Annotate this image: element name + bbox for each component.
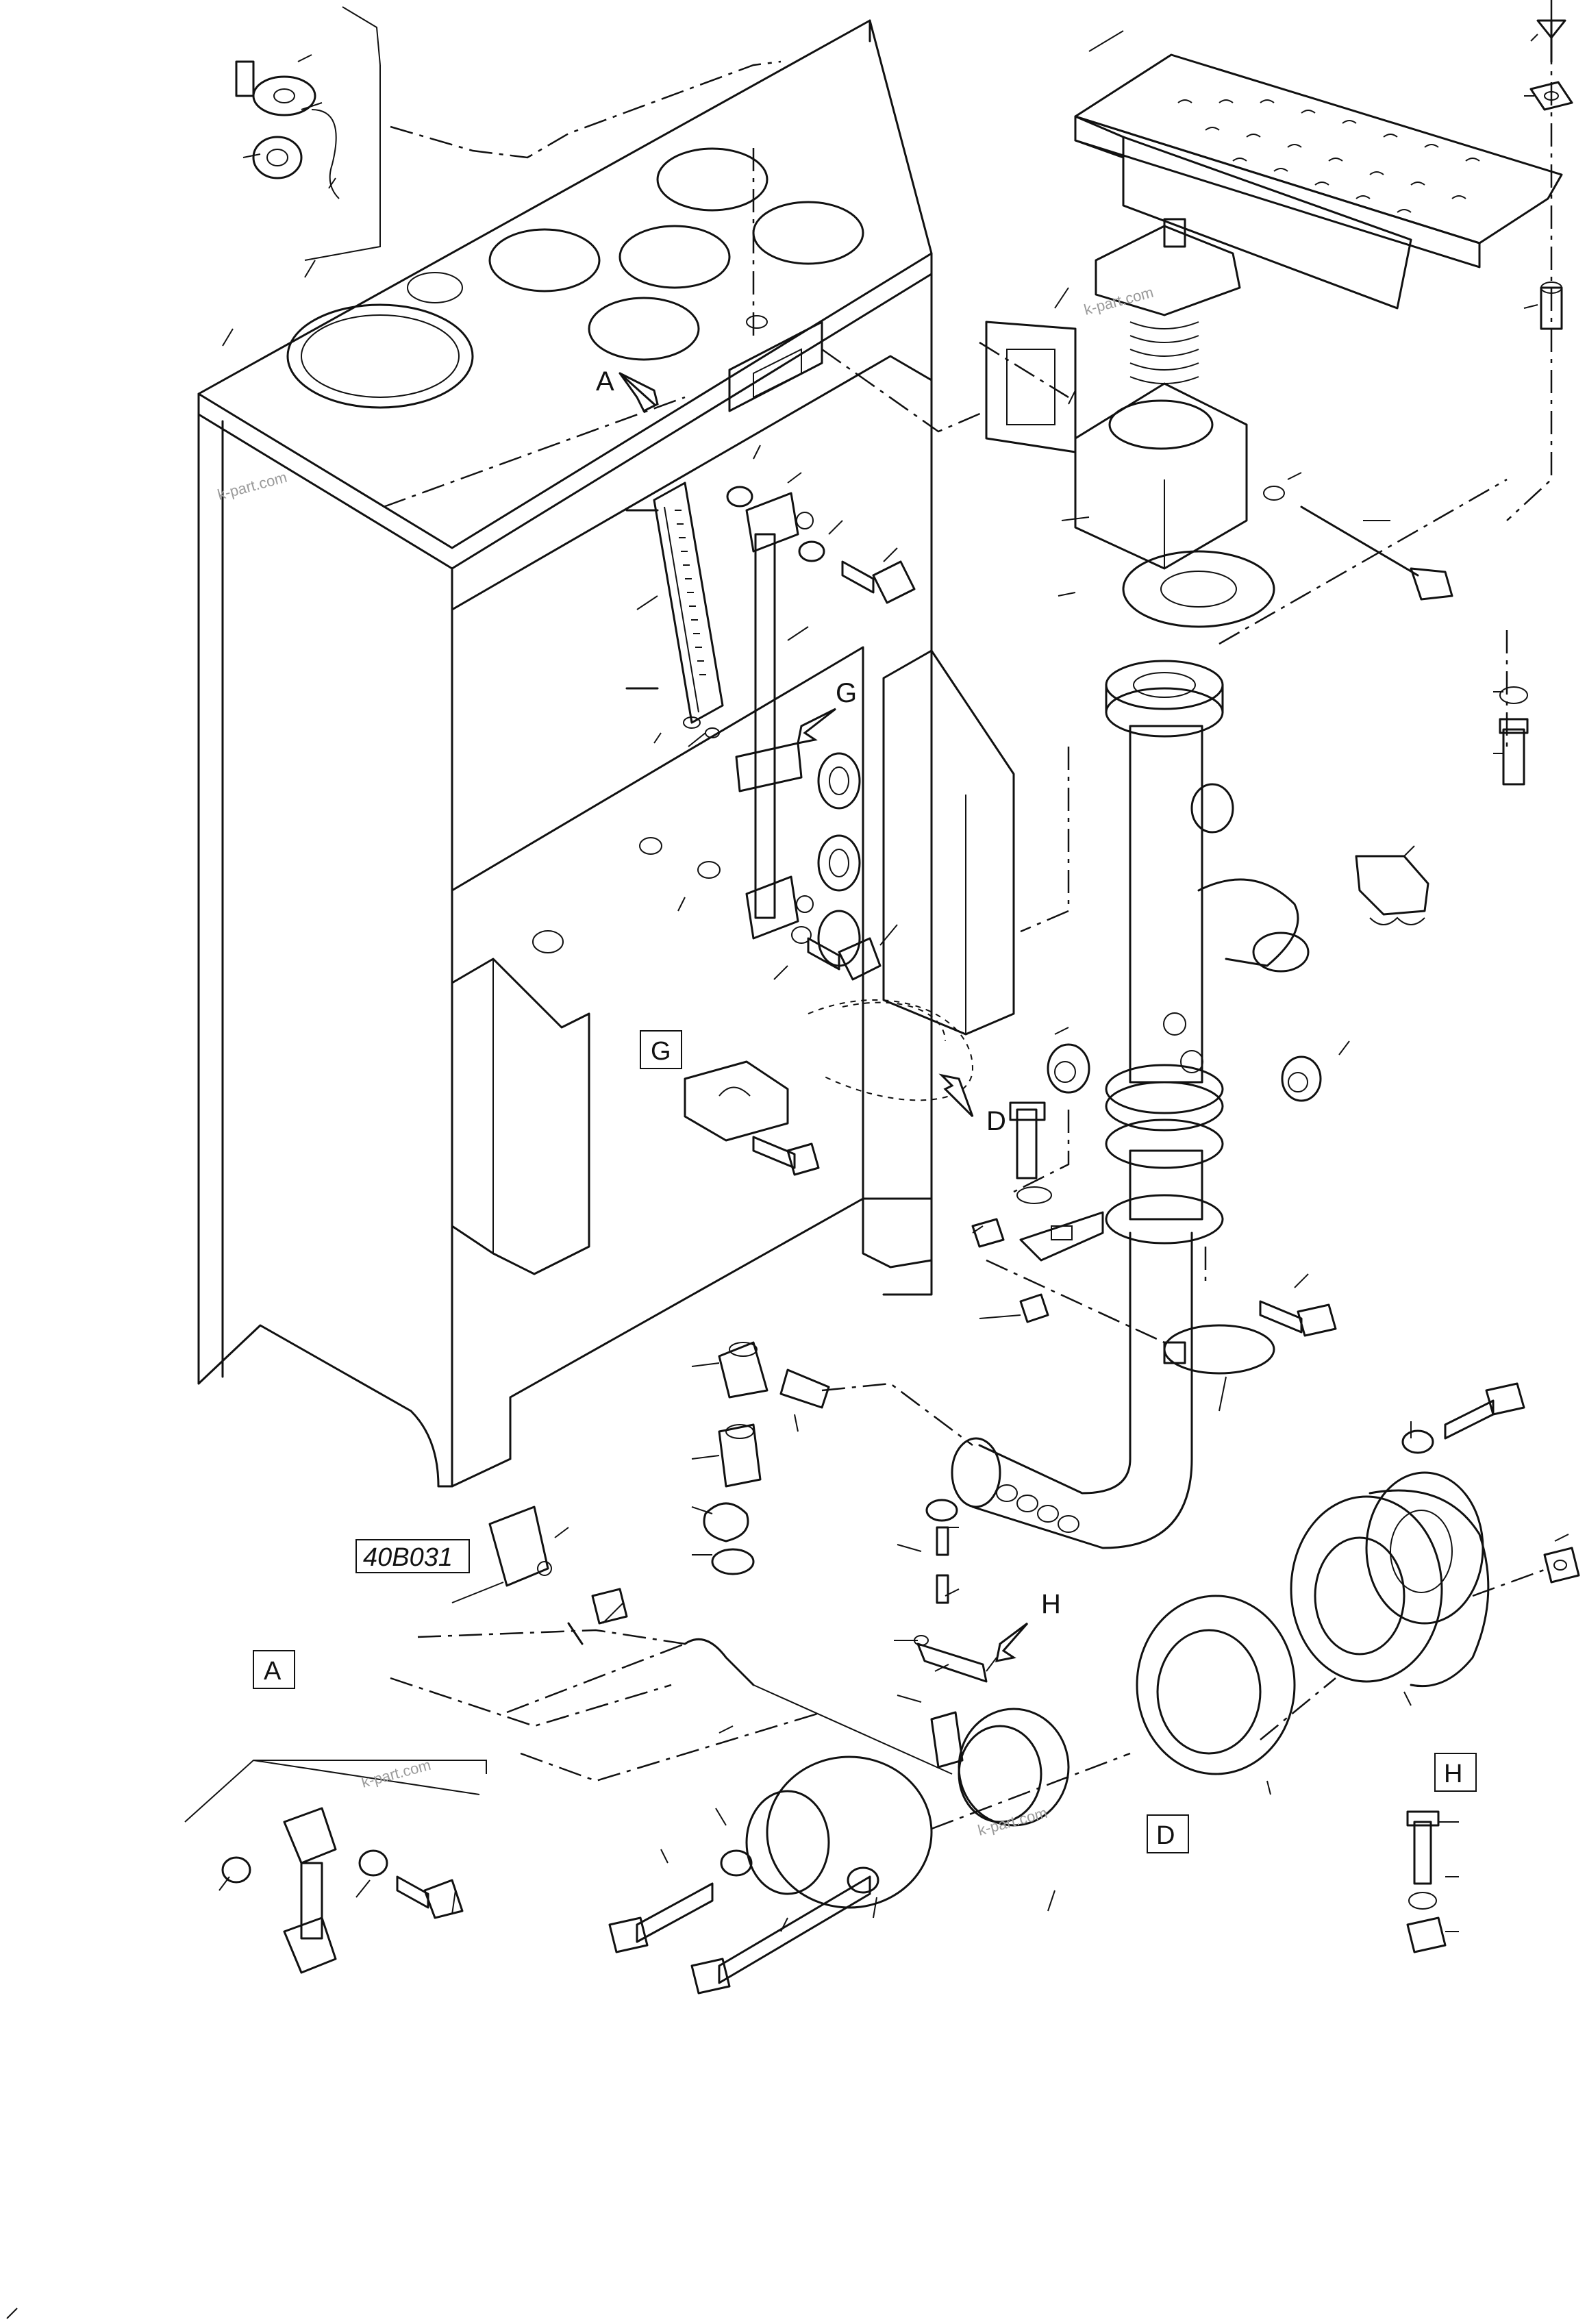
assembly-guide-lines (383, 144, 1549, 1830)
a-detail (184, 1759, 487, 1974)
filter-housing (985, 218, 1453, 628)
detail-box-d: D (1147, 1814, 1189, 1853)
part-code-label: 40B031 (355, 1539, 470, 1573)
top-left-inset-fittings (235, 6, 782, 261)
top-fasteners (1506, 0, 1573, 521)
front-flanges (817, 752, 861, 967)
sight-tube-assembly (639, 486, 916, 981)
valve-parts-h (897, 1499, 988, 1769)
g-detail (684, 1060, 820, 1176)
elbow-fittings (703, 1341, 830, 1575)
watermark-2: k-part.com (1082, 284, 1155, 318)
watermark-1: k-part.com (216, 468, 289, 503)
h-detail-fasteners (1406, 1810, 1447, 1953)
pipe-cap (1355, 855, 1429, 925)
flange-bolts-right (1259, 686, 1529, 1337)
svg-text:A: A (264, 1657, 282, 1686)
corner-mark (6, 2308, 18, 2319)
svg-text:G: G (651, 1037, 671, 1066)
watermarks: k-part.com k-part.com k-part.com k-part.… (216, 284, 1155, 1839)
svg-text:H: H (1444, 1760, 1462, 1788)
svg-text:D: D (1156, 1821, 1175, 1850)
leader-lines (218, 30, 1569, 1932)
step-grating (1074, 53, 1563, 310)
butterfly-valve (745, 1708, 1070, 1909)
callout-h: H (1041, 1589, 1061, 1619)
detail-box-h: H (1434, 1753, 1477, 1792)
svg-text:40B031: 40B031 (363, 1543, 453, 1572)
level-gauge-panel (625, 482, 724, 738)
expansion-joint (1136, 1471, 1490, 1775)
tank-housing (197, 19, 1015, 1488)
callout-g: G (836, 678, 857, 708)
callout-d: D (986, 1106, 1006, 1136)
bracket-d (971, 1101, 1104, 1323)
detail-box-a: A (253, 1650, 295, 1689)
watermark-4: k-part.com (976, 1804, 1049, 1839)
lower-fasteners (1401, 1382, 1580, 1584)
drain-plugs (1047, 1043, 1322, 1102)
detail-box-g: G (640, 1030, 682, 1069)
callout-arrows (618, 372, 1029, 1662)
callout-a: A (596, 366, 614, 397)
sensor-assembly (488, 1505, 953, 1775)
long-bolts (608, 1849, 879, 1995)
vertical-pipe-assembly (951, 660, 1310, 1549)
